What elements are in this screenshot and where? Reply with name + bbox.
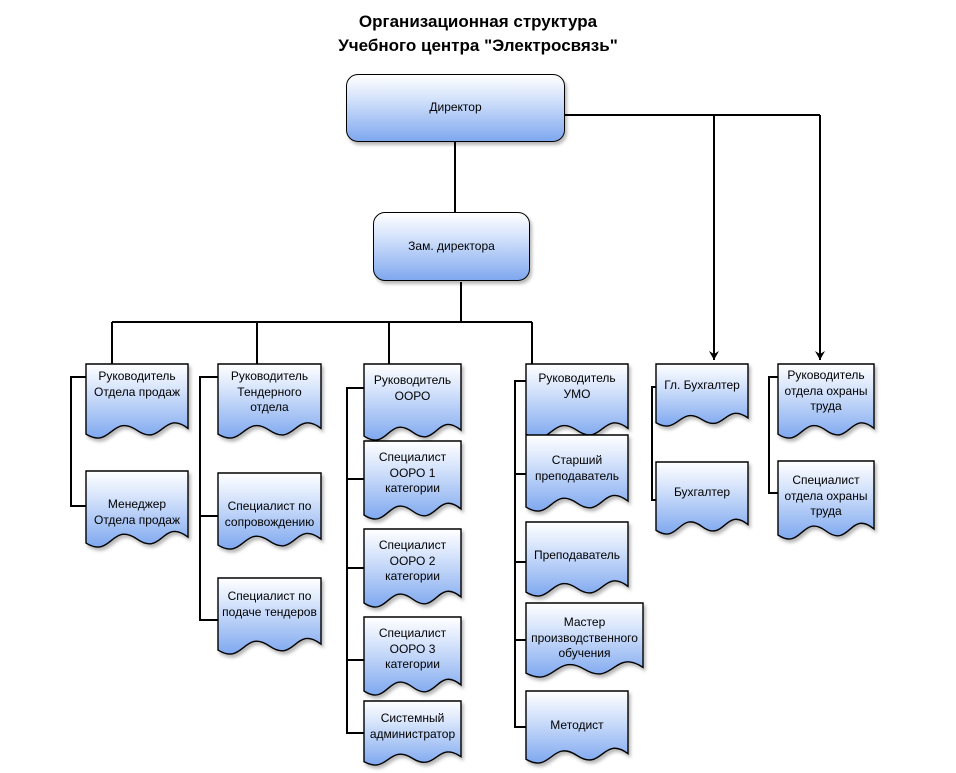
node-label: Специалист по подаче тендеров — [222, 589, 317, 619]
node-head-safety-shape — [777, 363, 875, 439]
node-director-label: Директор — [429, 100, 482, 115]
document-shapes — [85, 363, 875, 766]
node-label: Преподаватель — [533, 548, 621, 562]
node-manager-sales-shape — [85, 470, 189, 548]
node-spec-support[interactable]: Специалист по сопровождению — [218, 499, 321, 539]
node-label: Бухгалтер — [673, 485, 731, 499]
node-head-tender-shape — [217, 363, 322, 439]
node-label: Специалист отдела охраны труда — [784, 473, 868, 519]
node-sysadmin[interactable]: Системный администратор — [364, 711, 461, 751]
node-spec-ooro2[interactable]: Специалист ООРО 2 категории — [364, 538, 461, 593]
node-head-umo[interactable]: Руководитель УМО — [526, 371, 628, 411]
node-senior-teacher[interactable]: Старший преподаватель — [526, 453, 628, 493]
node-methodist-shape — [525, 690, 629, 764]
node-label: Специалист ООРО 1 категории — [378, 450, 447, 496]
node-label: Системный администратор — [369, 711, 456, 741]
node-master-shape — [525, 602, 644, 678]
node-label: Специалист по сопровождению — [224, 499, 315, 529]
node-teacher[interactable]: Преподаватель — [526, 548, 628, 573]
node-label: Мастер производственного обучения — [531, 615, 638, 661]
node-head-ooro[interactable]: Руководитель ООРО — [364, 373, 461, 413]
node-teacher-shape — [525, 521, 629, 597]
node-head-ooro-shape — [363, 363, 462, 441]
node-methodist[interactable]: Методист — [526, 718, 628, 743]
node-label: Руководитель Отдела продаж — [93, 369, 180, 399]
node-head-safety[interactable]: Руководитель отдела охраны труда — [778, 368, 874, 423]
node-label: Старший преподаватель — [535, 453, 619, 483]
node-label: Руководитель отдела охраны труда — [784, 368, 868, 414]
node-director[interactable]: Директор — [346, 74, 565, 142]
node-label: Менеджер Отдела продаж — [93, 497, 180, 527]
node-deputy-director[interactable]: Зам. директора — [373, 212, 530, 281]
node-accountant[interactable]: Бухгалтер — [656, 485, 748, 510]
node-spec-tender[interactable]: Специалист по подаче тендеров — [218, 589, 321, 644]
node-label: Специалист ООРО 2 категории — [378, 538, 447, 584]
node-deputy-director-label: Зам. директора — [408, 238, 495, 253]
chart-title-line2: Учебного центра "Электросвязь" — [338, 36, 618, 55]
node-spec-tender-shape — [217, 577, 322, 655]
chart-title-line1: Организационная структура — [358, 12, 598, 31]
node-head-sales[interactable]: Руководитель Отдела продаж — [86, 369, 188, 424]
node-spec-ooro1[interactable]: Специалист ООРО 1 категории — [364, 450, 461, 505]
node-spec-support-shape — [217, 472, 322, 550]
node-head-sales-shape — [85, 363, 189, 439]
node-manager-sales[interactable]: Менеджер Отдела продаж — [86, 497, 188, 537]
node-accountant-shape — [655, 461, 749, 535]
node-label: Руководитель УМО — [538, 371, 616, 401]
node-chief-accountant[interactable]: Гл. Бухгалтер — [656, 378, 748, 403]
node-spec-safety-shape — [777, 460, 875, 540]
node-senior-teacher-shape — [525, 434, 629, 512]
node-label: Руководитель Тендерного отдела — [230, 369, 309, 415]
node-spec-ooro2-shape — [363, 528, 462, 608]
node-sysadmin-shape — [363, 700, 462, 766]
node-label: Руководитель ООРО — [373, 373, 452, 403]
node-master[interactable]: Мастер производственного обучения — [526, 615, 643, 670]
node-spec-safety[interactable]: Специалист отдела охраны труда — [778, 473, 874, 528]
connectors — [70, 114, 825, 734]
node-spec-ooro3[interactable]: Специалист ООРО 3 категории — [364, 626, 461, 681]
node-spec-ooro3-shape — [363, 616, 462, 696]
node-head-tender[interactable]: Руководитель Тендерного отдела — [218, 369, 321, 424]
node-label: Методист — [550, 718, 604, 732]
node-label: Гл. Бухгалтер — [664, 378, 740, 392]
node-chief-accountant-shape — [655, 363, 749, 427]
node-spec-ooro1-shape — [363, 440, 462, 520]
node-label: Специалист ООРО 3 категории — [378, 626, 447, 672]
